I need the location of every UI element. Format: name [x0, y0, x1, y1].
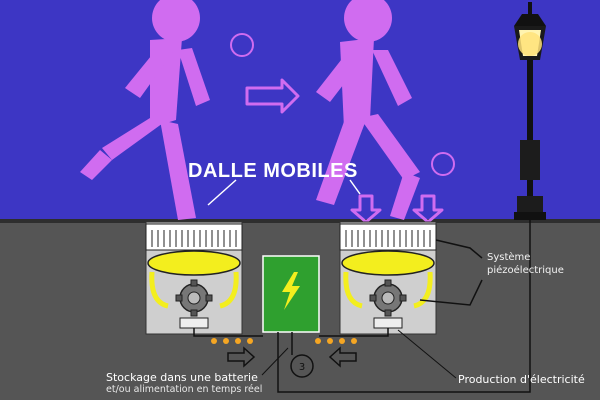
storage-pointer	[261, 347, 289, 376]
arrow-right-icon	[227, 346, 256, 368]
battery	[262, 255, 320, 333]
arrow-right-icon	[245, 78, 300, 114]
walking-figure-left	[80, 0, 210, 220]
ring-icon	[230, 33, 254, 57]
step-number: 3	[299, 362, 305, 373]
title-pointer	[349, 179, 361, 195]
production-pointer	[397, 329, 457, 379]
storage-label-line1: Stockage dans une batterie	[106, 371, 258, 384]
led-dots	[211, 338, 357, 344]
diagram-title: DALLE MOBILES	[188, 160, 358, 182]
wiring	[193, 215, 531, 393]
piezo-label-line2: piézoélectrique	[487, 265, 564, 276]
production-label: Production d'électricité	[458, 373, 585, 386]
arrow-left-icon	[328, 346, 357, 368]
arrow-down-icon	[412, 194, 444, 224]
ring-icon	[431, 152, 455, 176]
ground-surface	[0, 219, 600, 223]
lightning-bolt-icon	[282, 272, 300, 310]
title-pointer	[207, 179, 237, 206]
storage-label-line2: et/ou alimentation en temps réel	[106, 384, 263, 395]
piezo-tile-left	[145, 221, 243, 335]
walking-figure-right	[316, 0, 420, 220]
piezo-label: Système piézoélectrique	[487, 251, 564, 277]
storage-label: Stockage dans une batterie et/ou aliment…	[106, 372, 262, 396]
step-circle	[290, 354, 314, 378]
arrow-down-icon	[350, 194, 382, 224]
piezo-label-line1: Système	[487, 252, 531, 263]
street-lamp	[514, 2, 546, 220]
piezo-tile-right	[339, 221, 437, 335]
